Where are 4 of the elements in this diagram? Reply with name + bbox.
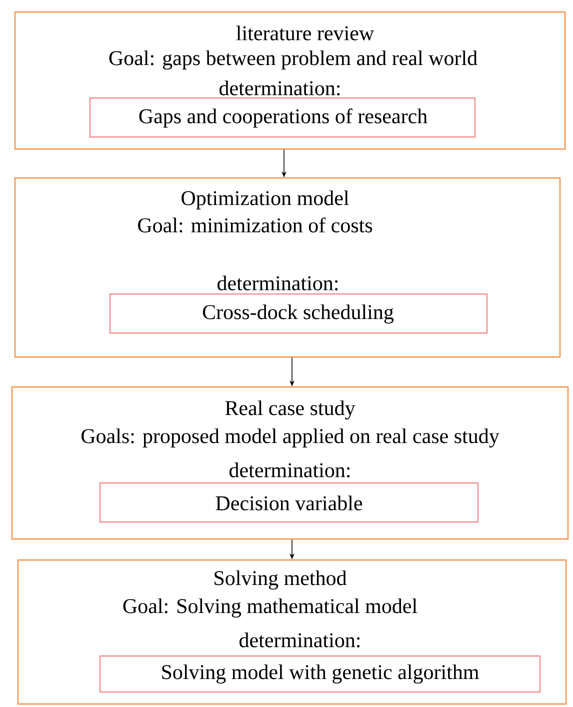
goal-box: Gaps and cooperations of research <box>89 97 476 138</box>
goal-box: Decision variable <box>99 482 479 523</box>
goal-box: Cross-dock scheduling <box>109 293 488 334</box>
goal-box: Solving model with genetic algorithm <box>99 655 541 693</box>
